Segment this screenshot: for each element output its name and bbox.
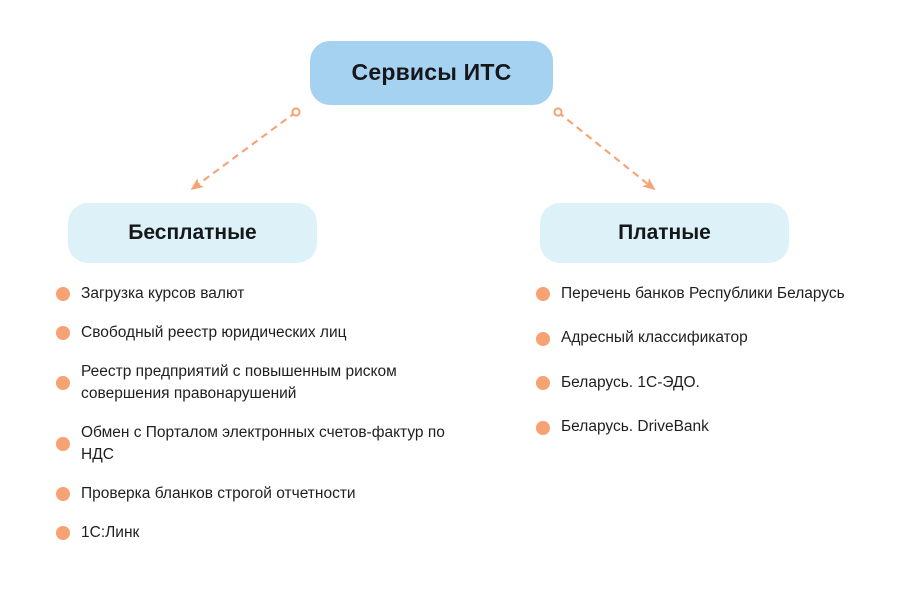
connector-root-to-free: [190, 107, 301, 190]
list-item[interactable]: Беларусь. 1С-ЭДО.: [536, 372, 866, 394]
bullet-dot-icon: [536, 287, 550, 302]
list-item-label: Свободный реестр юридических лиц: [81, 324, 347, 341]
list-item[interactable]: Проверка бланков строгой отчетности: [56, 483, 456, 505]
list-item-label: Перечень банков Республики Беларусь: [561, 285, 845, 302]
list-item-label: Беларусь. 1С-ЭДО.: [561, 373, 700, 391]
list-item[interactable]: Адресный классификатор: [536, 327, 866, 349]
bullet-dot-icon: [536, 420, 550, 435]
bullet-dot-icon: [56, 487, 70, 501]
list-item-label: Беларусь. DriveBank: [561, 418, 709, 436]
connector-root-to-paid: [553, 107, 656, 191]
bullet-dot-icon: [536, 331, 550, 346]
node-branch-paid[interactable]: Платные: [540, 203, 789, 263]
list-item[interactable]: Загрузка курсов валют: [56, 283, 456, 305]
node-root-services[interactable]: Сервисы ИТС: [310, 41, 553, 105]
connector-start-dot-left: [291, 107, 301, 117]
list-item-label: Загрузка курсов валют: [81, 285, 245, 302]
list-item[interactable]: Обмен с Порталом электронных счетов-факт…: [56, 422, 456, 466]
node-branch-free-label: Бесплатные: [128, 221, 257, 245]
bullet-dot-icon: [56, 437, 70, 451]
service-list-free: Загрузка курсов валют Свободный реестр ю…: [56, 283, 456, 561]
bullet-dot-icon: [56, 376, 70, 390]
service-list-paid: Перечень банков Республики Беларусь Адре…: [536, 283, 866, 461]
list-item-label: Адресный классификатор: [561, 329, 748, 347]
node-root-label: Сервисы ИТС: [351, 59, 512, 86]
list-item[interactable]: Свободный реестр юридических лиц: [56, 322, 456, 344]
list-item-label: Обмен с Порталом электронных счетов-факт…: [81, 424, 445, 463]
list-item-label: 1С:Линк: [81, 524, 140, 541]
list-item[interactable]: Перечень банков Республики Беларусь: [536, 283, 866, 305]
list-item[interactable]: Беларусь. DriveBank: [536, 416, 866, 438]
bullet-dot-icon: [56, 526, 70, 540]
list-item-label: Проверка бланков строгой отчетности: [81, 485, 356, 502]
node-branch-free[interactable]: Бесплатные: [68, 203, 317, 263]
connector-start-dot-right: [553, 107, 563, 117]
list-item[interactable]: 1С:Линк: [56, 522, 456, 544]
list-item-label: Реестр предприятий с повышенным риском с…: [81, 363, 397, 402]
bullet-dot-icon: [56, 326, 70, 340]
node-branch-paid-label: Платные: [618, 221, 711, 245]
bullet-dot-icon: [536, 376, 550, 391]
bullet-dot-icon: [56, 287, 70, 301]
list-item[interactable]: Реестр предприятий с повышенным риском с…: [56, 361, 456, 405]
